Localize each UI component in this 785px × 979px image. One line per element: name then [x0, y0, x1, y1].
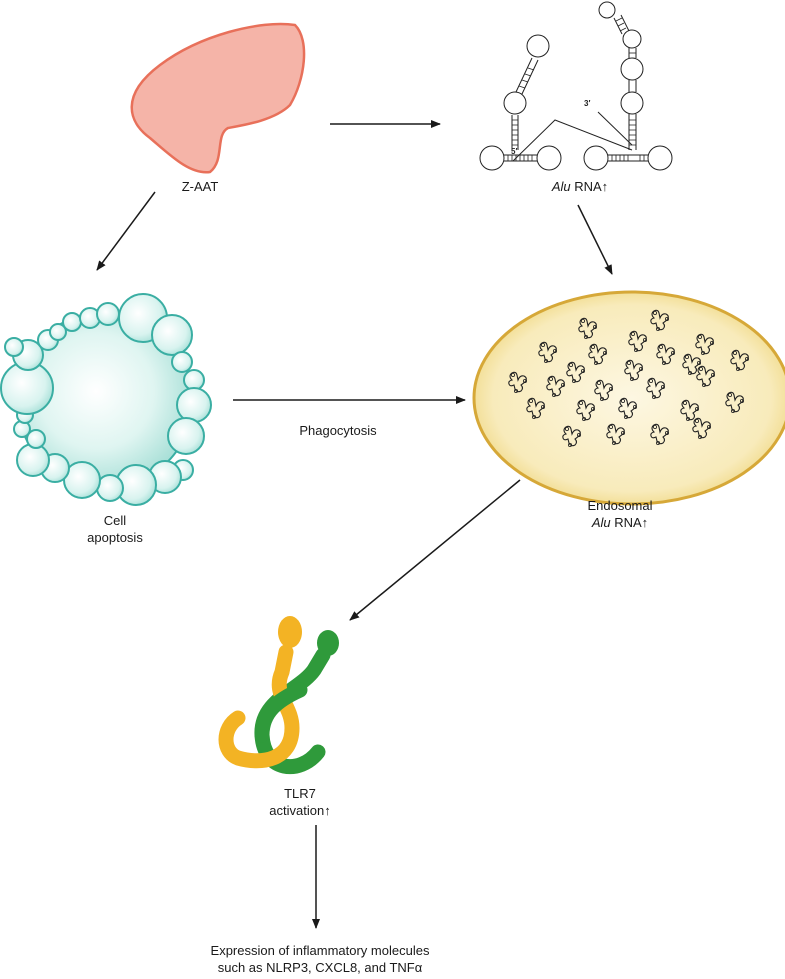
label-alu-rna: Alu RNA↑ [530, 178, 630, 195]
tlr7-dimer [218, 616, 339, 774]
label-cell-line1: Cell [103, 513, 127, 528]
label-tlr7-line2: activation↑ [269, 803, 331, 818]
alu-rna-structure [479, 1, 673, 171]
label-tlr7-activation: TLR7 activation↑ [250, 785, 350, 819]
label-cell-apoptosis: Cell apoptosis [70, 512, 160, 546]
apoptotic-cell [0, 293, 212, 506]
label-endosomal-alu-rna: Endosomal Alu RNA↑ [555, 497, 685, 531]
z-aat-protein-shape [130, 22, 306, 174]
label-phagocytosis: Phagocytosis [299, 423, 377, 438]
rna-3prime-label: 3′ [584, 99, 590, 108]
label-expression-line1: Expression of inflammatory molecules [210, 943, 430, 958]
endosome [472, 290, 785, 506]
arrow-alu-to-endosome [577, 204, 613, 275]
label-tlr7-line1: TLR7 [284, 786, 316, 801]
label-endosomal-alu-rest: RNA↑ [610, 515, 649, 530]
label-endosomal-line1: Endosomal [587, 498, 653, 513]
label-endosomal-line2: Alu RNA↑ [555, 514, 685, 531]
arrow-endosome-to-tlr7 [349, 479, 521, 621]
label-cell-line2: apoptosis [87, 530, 143, 545]
label-endosomal-alu-italic: Alu [591, 515, 611, 530]
label-z-aat: Z-AAT [181, 179, 219, 194]
arrow-zaat-to-apoptosis [96, 191, 156, 271]
label-expression: Expression of inflammatory molecules suc… [170, 942, 470, 976]
rna-5prime-label: 5′ [511, 147, 517, 156]
label-expression-line2: such as NLRP3, CXCL8, and TNFα [217, 960, 423, 975]
label-alu-rest: RNA↑ [570, 179, 609, 194]
label-alu-italic: Alu [551, 179, 571, 194]
